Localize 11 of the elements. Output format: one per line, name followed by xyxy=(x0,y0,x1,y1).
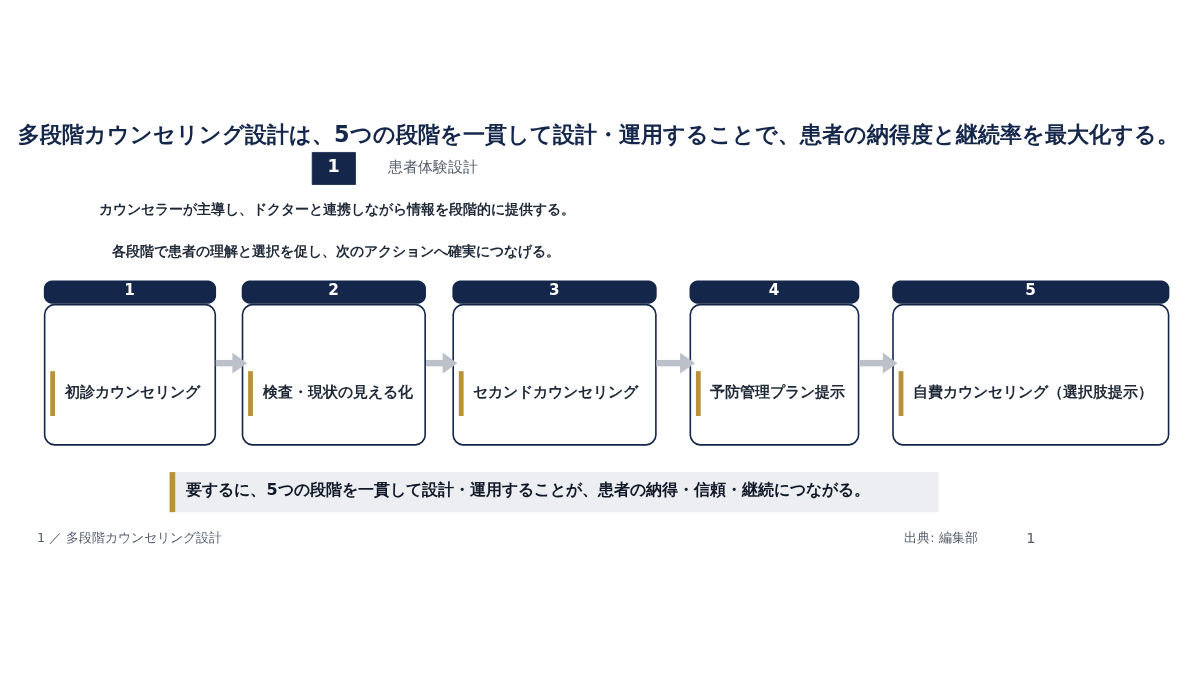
label: カウンセラーが主導し、ドクターと連携しながら情報を段階的に提供する。 xyxy=(98,201,575,218)
label: 患者体験設計 xyxy=(388,158,479,177)
label: 1 xyxy=(1026,529,1036,546)
arrow xyxy=(859,352,898,374)
label: 出典: 編集部 xyxy=(904,530,978,546)
node-box: 1 xyxy=(311,152,356,185)
label: 1 ／ 多段階カウンセリング設計 xyxy=(36,530,223,546)
diagram-title: 多段階カウンセリング設計は、5つの段階を一貫して設計・運用することで、患者の納得度と継続率を最大化する。 xyxy=(18,120,1179,147)
arrow xyxy=(656,352,695,374)
arrow xyxy=(215,352,248,374)
label: 各段階で患者の理解と選択を促し、次のアクションへ確実につなげる。 xyxy=(112,242,561,259)
